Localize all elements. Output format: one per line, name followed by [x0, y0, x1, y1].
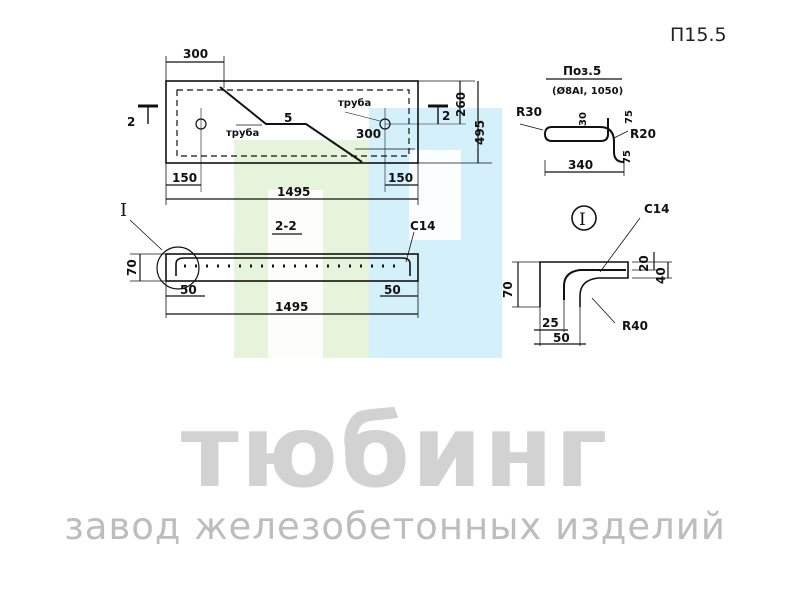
node-rebar-leader — [599, 217, 641, 273]
node-view — [512, 205, 672, 346]
rebar-leader — [405, 231, 415, 263]
label-50-left: 50 — [180, 283, 197, 297]
node-callout-leader — [129, 219, 163, 251]
label-node-25: 25 — [542, 316, 559, 330]
section-outline — [165, 253, 419, 282]
section-view — [129, 219, 419, 318]
label-node-70: 70 — [501, 281, 515, 298]
label-50-right: 50 — [384, 283, 401, 297]
plan-view — [138, 56, 492, 205]
label-r20: R20 — [630, 127, 656, 141]
label-node-40: 40 — [654, 267, 668, 284]
label-pipe-right: труба — [338, 97, 371, 109]
slab-outline — [165, 80, 419, 164]
label-1495-plan: 1495 — [277, 185, 310, 199]
node-rebar — [563, 269, 626, 300]
r20-leader — [613, 130, 629, 139]
label-r40: R40 — [622, 319, 648, 333]
label-1495-section: 1495 — [275, 300, 308, 314]
label-section-title: 2-2 — [275, 219, 297, 233]
reinforcement-outline — [176, 89, 410, 157]
r40-leader — [591, 297, 616, 324]
label-340: 340 — [568, 158, 593, 172]
label-pos5-75-top: 75 — [624, 110, 635, 124]
label-rebar-node: C14 — [644, 202, 670, 216]
label-300-inner: 300 — [356, 127, 381, 141]
label-pos5-75: 75 — [622, 150, 633, 164]
pos5-view — [519, 78, 629, 176]
label-pipe-left: труба — [226, 127, 259, 139]
label-cut-right: 2 — [442, 109, 450, 123]
node-callout-circle — [156, 246, 200, 290]
pos5-bar-shape — [543, 118, 625, 163]
label-pos5-spec: (Ø8AI, 1050) — [552, 85, 623, 97]
label-node-mark: I — [120, 200, 127, 221]
logo-green-gap — [268, 190, 323, 358]
label-rebar-section: C14 — [410, 219, 436, 233]
label-node-mark-big: I — [579, 210, 586, 230]
label-300-top: 300 — [183, 47, 208, 61]
label-260: 260 — [454, 92, 468, 117]
label-node-50: 50 — [553, 331, 570, 345]
pipe-right-leader — [344, 111, 381, 122]
label-150-right: 150 — [388, 171, 413, 185]
node-section-outline — [539, 261, 629, 307]
label-150-left: 150 — [172, 171, 197, 185]
section-rebar-loop — [175, 257, 411, 276]
label-70-section: 70 — [125, 259, 139, 276]
label-495: 495 — [473, 120, 487, 145]
node-mark-circle — [571, 205, 597, 231]
label-node-20: 20 — [637, 255, 651, 272]
label-r30: R30 — [516, 105, 542, 119]
label-pos5-30: 30 — [578, 112, 589, 126]
drawing-code: П15.5 — [670, 24, 727, 46]
label-pos5-title: Поз.5 — [563, 64, 601, 78]
brand-tagline: завод железобетонных изделий — [64, 505, 726, 548]
r30-leader — [519, 123, 544, 131]
brand-name: тюбинг — [180, 393, 610, 510]
label-pos-5: 5 — [284, 111, 292, 125]
bent-bar-5 — [219, 86, 363, 163]
label-cut-left: 2 — [127, 115, 135, 129]
